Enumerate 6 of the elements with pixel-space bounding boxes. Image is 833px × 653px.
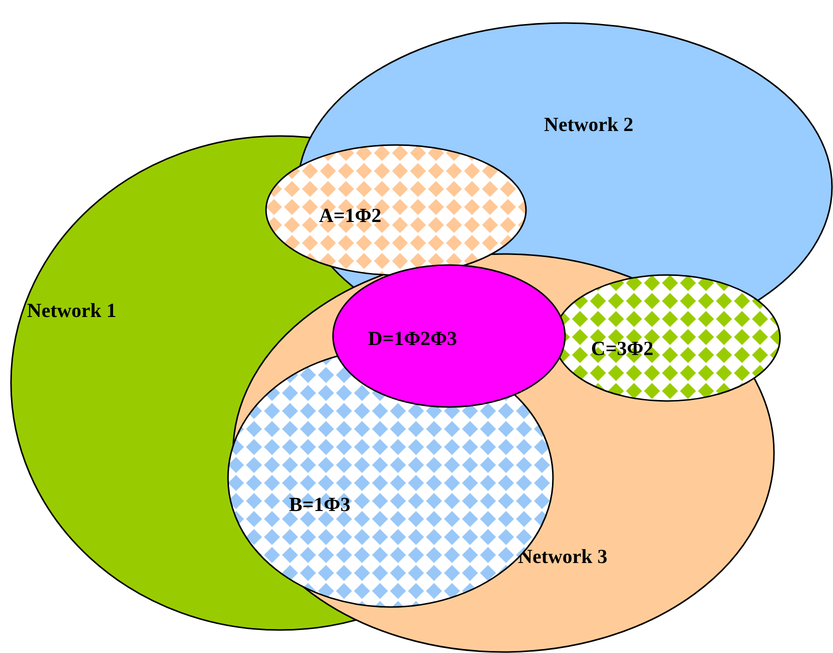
set-label: A=1Φ2 [319, 205, 382, 228]
set-label: D=1Φ2Φ3 [368, 328, 458, 351]
set-label: Network 2 [544, 114, 634, 137]
set-label: Network 3 [518, 546, 608, 569]
set-label: B=1Φ3 [289, 494, 350, 517]
set-label: Network 1 [27, 300, 116, 323]
